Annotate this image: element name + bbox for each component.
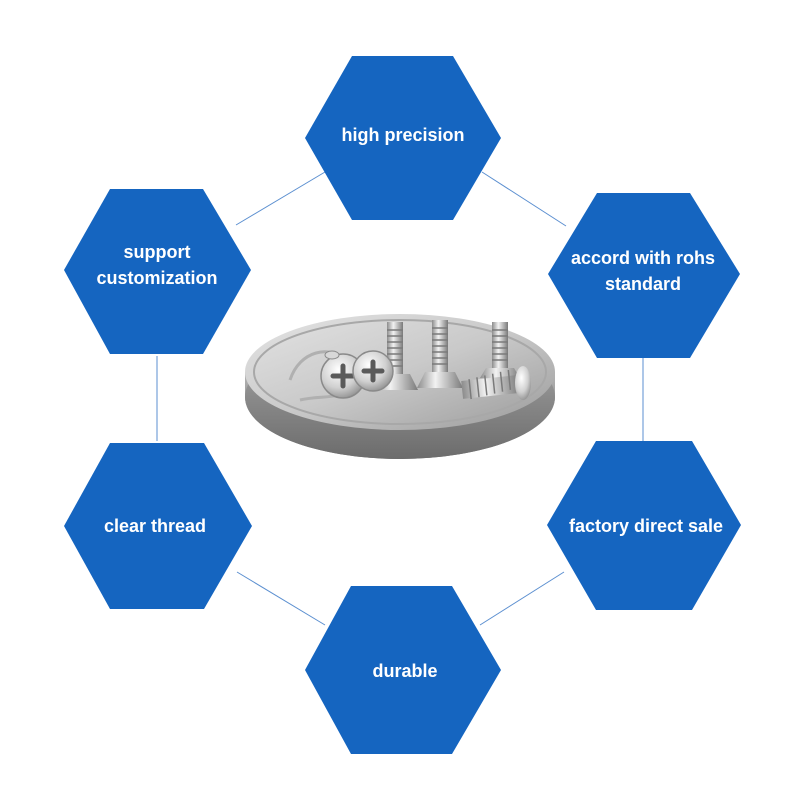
connector-line (479, 571, 565, 626)
connector-lines (156, 171, 644, 626)
screw-head-phillips (352, 350, 394, 392)
coin-rim (253, 319, 547, 425)
feature-hexagons (64, 56, 741, 754)
screw-lying (461, 366, 531, 400)
hexagon-clear-thread (64, 443, 252, 609)
coin-with-micro-screws-image (245, 314, 555, 459)
connector-line (481, 171, 567, 227)
screw-standing (417, 320, 463, 388)
screw-head-side (324, 350, 340, 360)
hexagon-accord-rohs (548, 193, 740, 358)
hexagon-durable (305, 586, 501, 754)
hexagon-support-customization (64, 189, 251, 354)
hexagon-factory-direct (547, 441, 741, 610)
connector-line (236, 571, 326, 626)
hexagon-high-precision (305, 56, 501, 220)
connector-line (235, 171, 326, 226)
